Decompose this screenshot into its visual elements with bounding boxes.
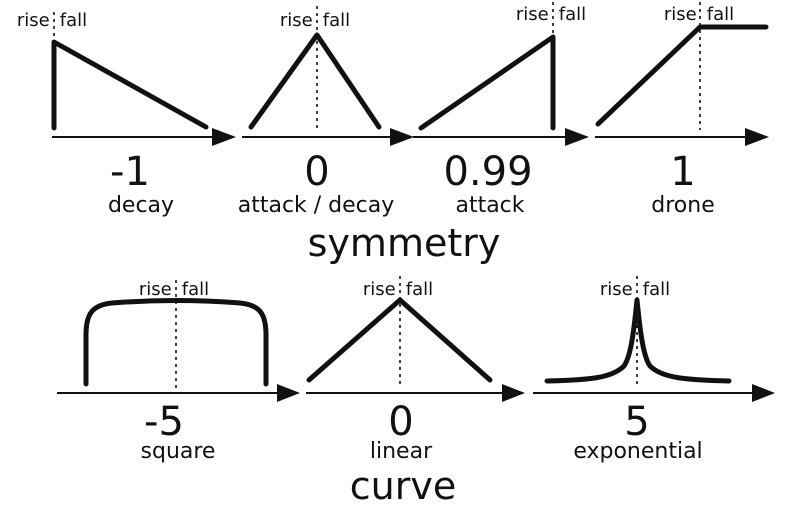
symmetry-value: 0.99: [443, 149, 533, 195]
fall-label: fall: [405, 279, 434, 300]
envelope-curve: [595, 24, 769, 127]
axis-arrowhead: [277, 384, 300, 402]
rise-label: rise: [138, 279, 172, 300]
symmetry-description: attack: [455, 193, 525, 218]
axis-arrowhead: [502, 384, 525, 402]
rise-label: rise: [599, 279, 633, 300]
curve-description: exponential: [573, 439, 703, 464]
fall-label: fall: [558, 4, 587, 25]
axis-arrowhead: [745, 128, 769, 146]
rise-label: rise: [663, 4, 697, 25]
symmetry-description: drone: [651, 193, 715, 218]
rise-label: rise: [362, 279, 396, 300]
symmetry-panel-attack-decay: [242, 6, 414, 146]
rise-fall-label: rise fall: [363, 281, 433, 299]
curve-panel-square: [57, 280, 300, 402]
fall-label: fall: [706, 4, 735, 25]
curve-description: square: [140, 439, 216, 464]
envelope-curve: [248, 32, 382, 130]
symmetry-panel-drone: [595, 2, 769, 146]
curve-title: curve: [349, 464, 457, 508]
rise-fall-label: rise fall: [516, 6, 586, 24]
rise-label: rise: [515, 4, 549, 25]
rise-fall-label: rise fall: [280, 12, 350, 30]
rise-fall-label: rise fall: [139, 281, 209, 299]
curve-value: -5: [144, 399, 184, 445]
envelope-curve: [418, 34, 556, 131]
curve-panel-exponential: [533, 276, 775, 402]
axis-arrowhead: [752, 384, 775, 402]
envelope-curve: [544, 297, 732, 384]
symmetry-value: 1: [670, 149, 696, 195]
envelope-curve: [51, 39, 209, 131]
envelope-curve: [83, 298, 269, 387]
symmetry-title: symmetry: [307, 221, 501, 265]
curve-value: 0: [388, 399, 414, 445]
envelope-curve: [306, 297, 493, 383]
symmetry-panel-attack: [413, 2, 589, 146]
rise-label: rise: [279, 10, 313, 31]
rise-fall-label: rise fall: [600, 281, 670, 299]
symmetry-value: -1: [110, 149, 150, 195]
rise-fall-label: rise fall: [17, 12, 87, 30]
curve-panel-linear: [306, 276, 525, 402]
rise-label: rise: [16, 10, 50, 31]
symmetry-value: 0: [304, 149, 330, 195]
curve-description: linear: [369, 439, 433, 464]
axis-arrowhead: [212, 128, 236, 146]
symmetry-panel-decay: [51, 12, 236, 146]
fall-label: fall: [59, 10, 88, 31]
rise-fall-label: rise fall: [664, 6, 734, 24]
axis-arrowhead: [565, 128, 589, 146]
fall-label: fall: [181, 279, 210, 300]
symmetry-description: decay: [107, 193, 175, 218]
fall-label: fall: [642, 279, 671, 300]
curve-value: 5: [624, 399, 650, 445]
axis-arrowhead: [390, 128, 414, 146]
symmetry-description: attack / decay: [237, 193, 395, 218]
fall-label: fall: [322, 10, 351, 31]
